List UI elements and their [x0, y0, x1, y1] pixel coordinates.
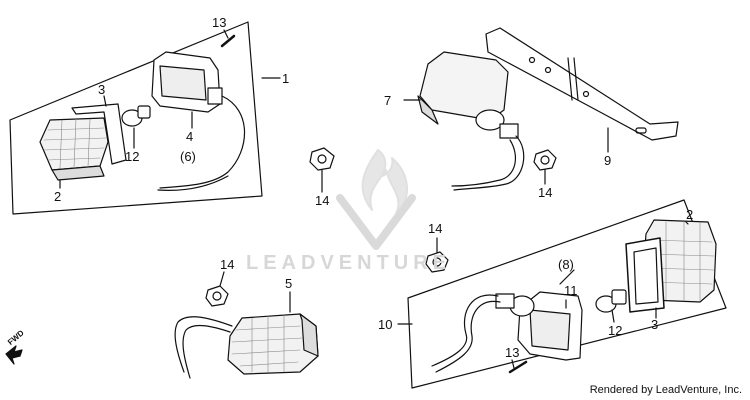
housing-icon [417, 51, 519, 139]
callout-3-gasket: 3 [651, 317, 659, 332]
callout-1-assembly: 1 [282, 71, 290, 86]
callout-7-winker: 7 [384, 93, 392, 108]
callout-14-nut: 14 [538, 185, 553, 200]
callout-3-gasket: 3 [98, 82, 106, 97]
group-outline [407, 199, 727, 389]
watermark-logo-icon [336, 149, 416, 250]
callout-13-screw: 13 [505, 345, 520, 360]
forward-arrow-icon [5, 345, 23, 365]
gasket-icon [633, 247, 659, 305]
wire-icon [453, 135, 525, 191]
lens-icon [227, 313, 319, 375]
screw-icon [220, 34, 236, 48]
callout-11-housing: 11 [564, 283, 578, 298]
nut-icon [309, 147, 335, 193]
screw-icon [508, 360, 528, 374]
wire-icon [431, 294, 499, 367]
housing-icon [495, 291, 583, 361]
watermark-text: LEADVENTURE [246, 252, 452, 274]
callout-2-lens: 2 [54, 189, 62, 204]
callout-9-bracket: 9 [604, 153, 612, 168]
wire-icon [435, 300, 501, 373]
callout-13-screw: 13 [212, 15, 227, 30]
callout-4-housing: 4 [186, 129, 194, 144]
bulb-icon [121, 105, 151, 127]
wire-icon [157, 175, 229, 191]
group-rear-winker [174, 291, 319, 379]
render-credit: Rendered by LeadVenture, Inc. [589, 384, 742, 396]
group-front-left-winker [9, 21, 281, 215]
callout-8-set: (8) [558, 257, 574, 272]
callout-12-bulb: 12 [125, 149, 140, 164]
callout-14-nut: 14 [220, 257, 235, 272]
callout-14-nut: 14 [315, 193, 330, 208]
wire-icon [159, 95, 246, 189]
nut-icon [205, 271, 229, 307]
wire-icon [174, 316, 233, 373]
callout-10-assembly: 10 [378, 317, 393, 332]
callout-2-lens: 2 [686, 207, 694, 222]
bulb-icon [595, 289, 627, 313]
gasket-icon [71, 103, 127, 165]
group-rear-right-winker [397, 199, 727, 389]
group-front-right-winker [403, 51, 525, 191]
wire-icon [451, 139, 517, 187]
lens-icon [39, 117, 109, 181]
wire-icon [182, 324, 231, 379]
callout-14-nut: 14 [428, 221, 443, 236]
housing-icon [151, 51, 223, 113]
callout-6-set: (6) [180, 149, 196, 164]
nut-icon [425, 237, 449, 273]
callout-5-winker: 5 [285, 276, 293, 291]
callout-12-bulb: 12 [608, 323, 623, 338]
nut-icon [533, 149, 557, 185]
bracket-icon [485, 27, 679, 153]
